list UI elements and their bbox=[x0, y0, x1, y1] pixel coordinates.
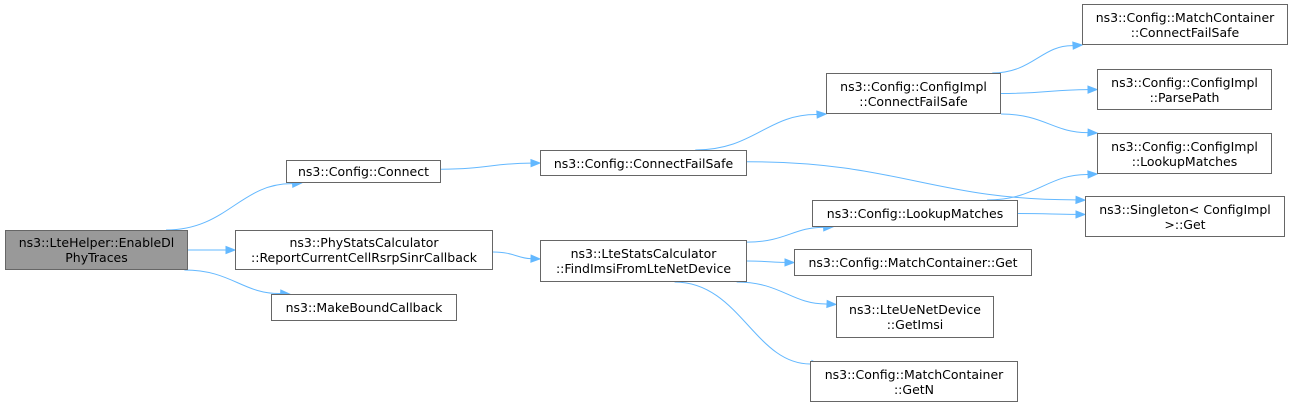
edge-root-to-config_connect bbox=[166, 183, 293, 231]
arrowhead-icon bbox=[1087, 85, 1099, 94]
node-label-line1: ns3::Config::MatchContainer::Get bbox=[808, 255, 1018, 270]
node-label-line2: ::ParsePath bbox=[1149, 89, 1220, 105]
edge-configimpl_cfs-to-matchcontainer_cfs bbox=[992, 45, 1074, 74]
node-label-line1: ns3::Config::MatchContainer bbox=[824, 366, 1004, 382]
arrowhead-icon bbox=[1072, 41, 1084, 50]
arrowhead-icon bbox=[1087, 170, 1099, 179]
node-configimpl-connectfailsafe[interactable]: ns3::Config::ConfigImpl ::ConnectFailSaf… bbox=[826, 73, 1001, 114]
node-matchcontainer-getn[interactable]: ns3::Config::MatchContainer ::GetN bbox=[810, 361, 1018, 402]
edge-ltestats-to-matchcontainer_getn bbox=[674, 281, 812, 365]
edge-connect_failsafe-to-singleton bbox=[746, 161, 1077, 201]
edge-configimpl_cfs-to-configimpl_lookup bbox=[1000, 113, 1089, 134]
node-ltestatscalculator-findimsifromltenetdevice[interactable]: ns3::LteStatsCalculator ::FindImsiFromLt… bbox=[540, 240, 747, 282]
node-configimpl-lookupmatches[interactable]: ns3::Config::ConfigImpl ::LookupMatches bbox=[1097, 133, 1272, 174]
arrowhead-icon bbox=[225, 245, 237, 255]
node-label-line1: ns3::Config::LookupMatches bbox=[826, 206, 1004, 221]
node-label-line2: >::Get bbox=[1164, 216, 1206, 232]
node-label-line2: ::FindImsiFromLteNetDevice bbox=[555, 261, 732, 276]
arrowhead-icon bbox=[530, 254, 542, 263]
node-config-connectfailsafe[interactable]: ns3::Config::ConnectFailSafe bbox=[540, 150, 747, 176]
node-label-line1: ns3::Config::Connect bbox=[297, 164, 430, 179]
node-label-line1: ns3::Config::ConfigImpl bbox=[1111, 74, 1258, 90]
arrowhead-icon bbox=[816, 110, 828, 119]
arrowhead-icon bbox=[784, 258, 796, 267]
node-label-line2: ::ConnectFailSafe bbox=[859, 93, 968, 109]
edge-config_connect-to-connect_failsafe bbox=[440, 162, 532, 170]
node-label-line2: PhyTraces bbox=[65, 250, 128, 265]
edge-lookupmatches-to-singleton bbox=[1017, 213, 1077, 215]
node-matchcontainer-connectfailsafe[interactable]: ns3::Config::MatchContainer ::ConnectFai… bbox=[1082, 4, 1288, 45]
edge-connect_failsafe-to-configimpl_cfs bbox=[695, 114, 818, 151]
edge-ltestats-to-matchcontainer_get bbox=[746, 260, 786, 263]
node-label-line1: ns3::LteUeNetDevice bbox=[849, 302, 981, 317]
edge-lookupmatches-to-configimpl_lookup bbox=[987, 173, 1089, 201]
node-config-connect[interactable]: ns3::Config::Connect bbox=[286, 160, 441, 183]
node-label-line1: ns3::Config::ConnectFailSafe bbox=[553, 155, 734, 171]
node-label-line1: ns3::Config::ConfigImpl bbox=[1111, 138, 1258, 154]
node-label-line2: ::ConnectFailSafe bbox=[1130, 24, 1240, 40]
node-label-line2: ::LookupMatches bbox=[1131, 153, 1238, 169]
node-matchcontainer-get[interactable]: ns3::Config::MatchContainer::Get bbox=[794, 249, 1032, 276]
node-lteuenetdevice-getimsi[interactable]: ns3::LteUeNetDevice ::GetImsi bbox=[836, 296, 994, 338]
node-label-line2: ::ReportCurrentCellRsrpSinrCallback bbox=[251, 250, 477, 265]
edge-phystats-to-ltestats bbox=[492, 251, 532, 260]
edge-configimpl_cfs-to-configimpl_parsepath bbox=[1000, 89, 1089, 94]
node-phystats-reportcurrentcellrsrpsinrcallback[interactable]: ns3::PhyStatsCalculator ::ReportCurrentC… bbox=[235, 230, 493, 270]
node-label-line1: ns3::Config::MatchContainer bbox=[1095, 9, 1275, 25]
node-label-line1: ns3::Singleton< ConfigImpl bbox=[1099, 201, 1271, 217]
arrowhead-icon bbox=[826, 299, 838, 309]
node-label-line1: ns3::Config::ConfigImpl bbox=[840, 78, 987, 94]
edge-ltestats-to-lookupmatches bbox=[746, 226, 824, 243]
arrowhead-icon bbox=[530, 158, 542, 168]
arrowhead-icon bbox=[1087, 128, 1099, 137]
node-makeboundcallback[interactable]: ns3::MakeBoundCallback bbox=[271, 294, 457, 321]
node-singleton-configimpl-get[interactable]: ns3::Singleton< ConfigImpl >::Get bbox=[1085, 196, 1285, 237]
node-configimpl-parsepath[interactable]: ns3::Config::ConfigImpl ::ParsePath bbox=[1097, 69, 1272, 110]
arrowhead-icon bbox=[1075, 210, 1087, 219]
node-root-enabledlphytraces: ns3::LteHelper::EnableDl PhyTraces bbox=[5, 230, 188, 270]
edge-ltestats-to-lteue_getimsi bbox=[736, 281, 828, 305]
node-label-line1: ns3::PhyStatsCalculator bbox=[289, 235, 439, 250]
edge-layer bbox=[166, 41, 1099, 369]
edge-root-to-makebound bbox=[184, 269, 281, 295]
node-label-line1: ns3::LteHelper::EnableDl bbox=[18, 235, 175, 250]
node-config-lookupmatches[interactable]: ns3::Config::LookupMatches bbox=[812, 200, 1018, 227]
node-label-line1: ns3::MakeBoundCallback bbox=[285, 300, 443, 315]
node-label-line2: ::GetImsi bbox=[886, 317, 944, 332]
node-label-line2: ::GetN bbox=[893, 381, 935, 397]
node-label-line1: ns3::LteStatsCalculator bbox=[570, 246, 717, 261]
arrowhead-icon bbox=[1075, 195, 1087, 205]
